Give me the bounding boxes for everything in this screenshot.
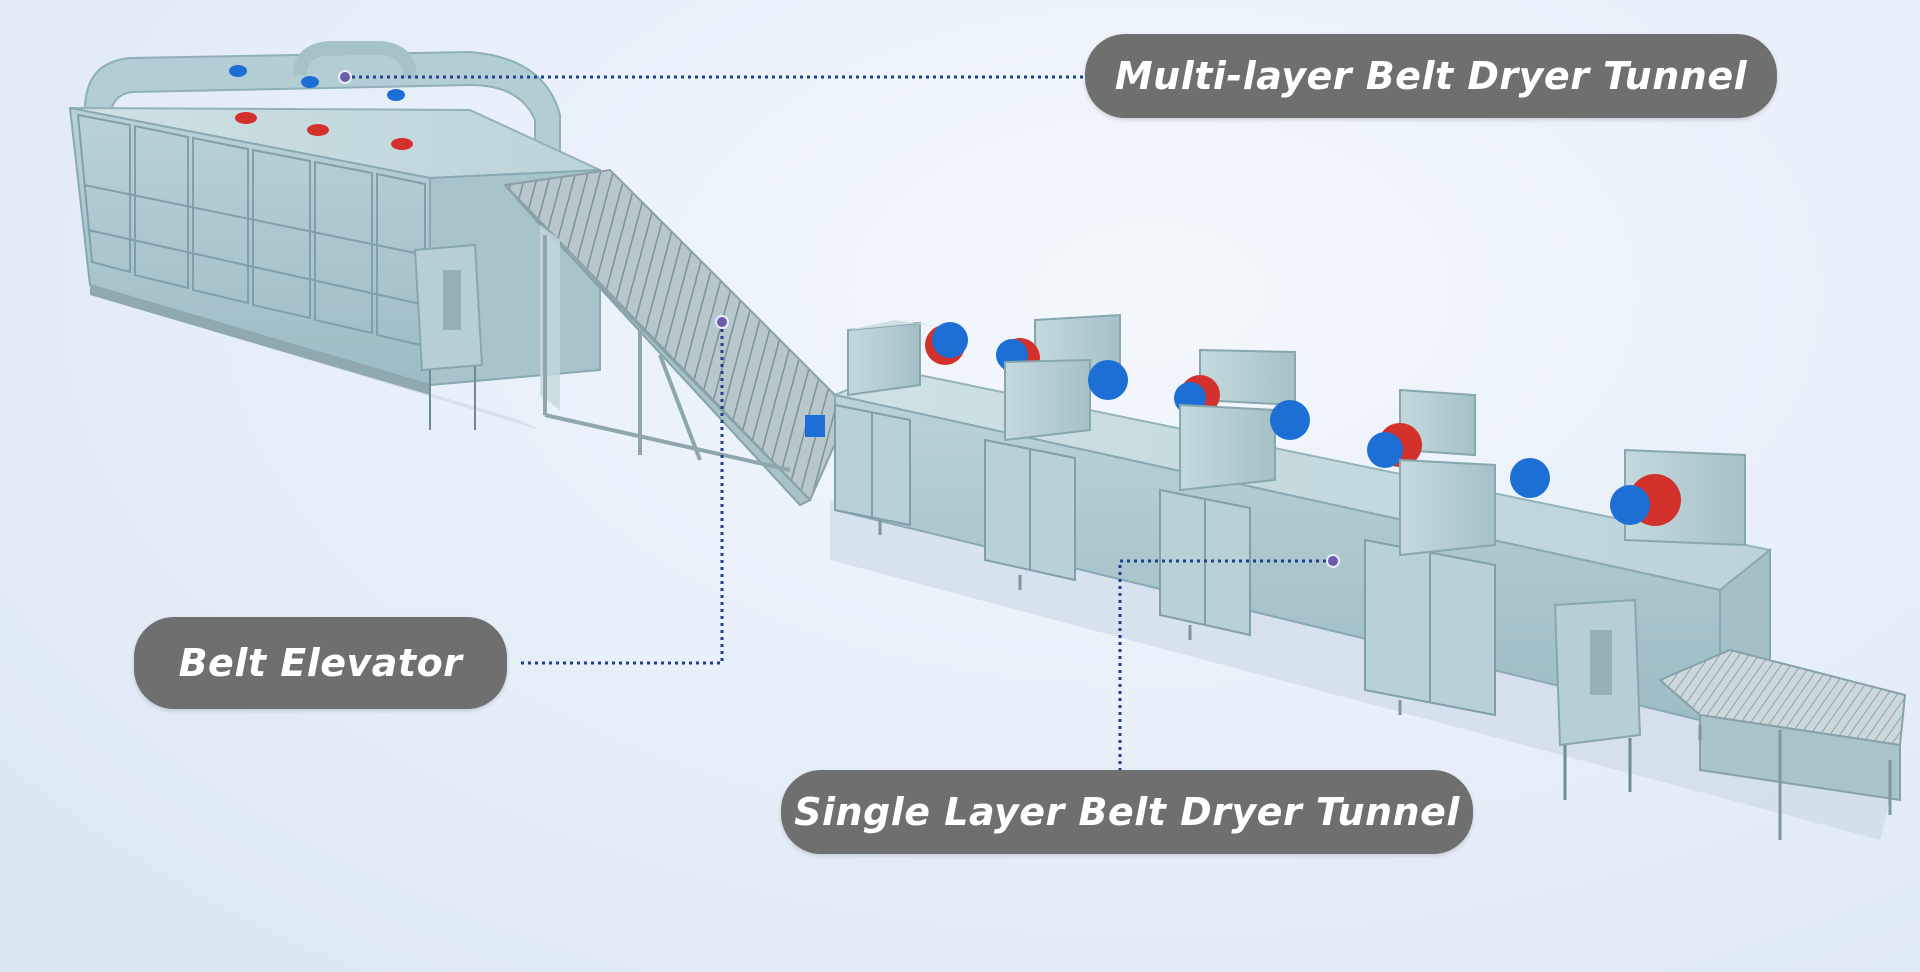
leader-anchor-dots <box>338 70 1340 568</box>
anchor-dot-single-layer <box>1326 554 1340 568</box>
fan-units <box>847 313 1746 557</box>
single-layer-dryer <box>831 313 1907 840</box>
belt-elevator-label-text: Belt Elevator <box>178 641 463 685</box>
single-layer-dryer-label-text: Single Layer Belt Dryer Tunnel <box>794 790 1460 834</box>
multi-layer-dryer-label: Multi-layer Belt Dryer Tunnel <box>1085 34 1777 118</box>
multi-layer-dryer-label-text: Multi-layer Belt Dryer Tunnel <box>1114 54 1748 98</box>
belt-elevator <box>502 168 852 507</box>
leader-single-layer <box>1118 559 1333 770</box>
multi-layer-dryer <box>68 41 601 430</box>
leader-belt-elevator <box>520 322 724 665</box>
leader-lines <box>345 75 1333 770</box>
anchor-dot-multi-layer <box>338 70 352 84</box>
single-layer-dryer-label: Single Layer Belt Dryer Tunnel <box>781 770 1473 854</box>
belt-elevator-label: Belt Elevator <box>134 617 507 709</box>
anchor-dot-belt-elevator <box>715 315 729 329</box>
